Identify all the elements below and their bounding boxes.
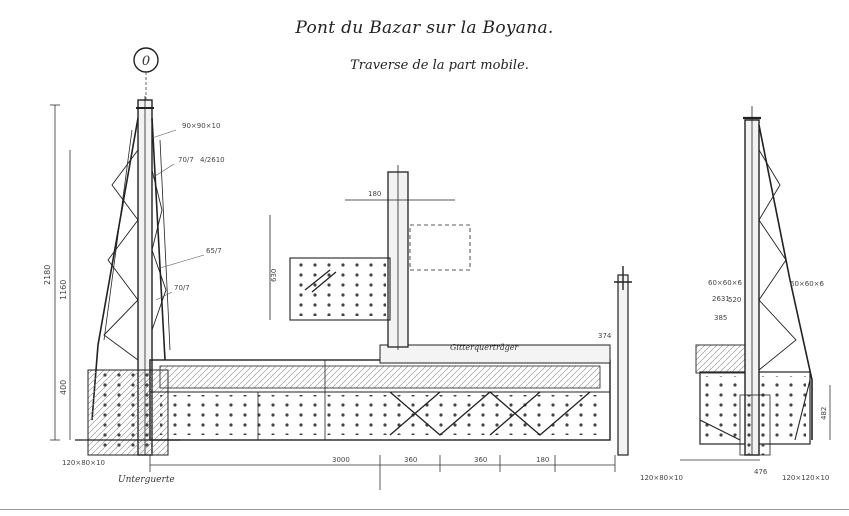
dim-mid-left-a: 65/7 [206, 247, 222, 255]
dim-right-vertical: 482 [820, 407, 828, 420]
dim-center-pole: 374 [598, 332, 612, 340]
dim-bottom-left: 120×80×10 [62, 459, 105, 467]
drawing-title: Pont du Bazar sur la Boyana. [295, 18, 554, 38]
dim-right-bottom: 476 [754, 468, 768, 476]
dim-detail-side: 630 [270, 269, 278, 282]
dim-right-top-c: 520 [728, 296, 741, 304]
center-girder-label: Gitterquerträger [450, 343, 519, 352]
dim-right-top-b: 2631 [712, 295, 730, 303]
dim-bottom-2: 360 [404, 456, 417, 464]
dim-left-vertical-c: 400 [59, 380, 68, 395]
dim-top-left-b: 70/7 [178, 156, 194, 164]
dim-left-vertical-a: 2180 [43, 265, 52, 285]
main-girder [149, 344, 611, 441]
center-pole [614, 266, 632, 456]
axis-marker-label: 0 [142, 54, 150, 69]
left-dimension-line [50, 104, 71, 441]
dim-bottom-3: 360 [474, 456, 487, 464]
left-tower [75, 96, 180, 456]
dim-top-left-a: 90×90×10 [182, 122, 220, 130]
dim-top-left-c: 4/2610 [200, 156, 225, 164]
dim-bottom-4: 180 [536, 456, 549, 464]
right-tower [739, 106, 813, 456]
dim-right-top-d: 385 [714, 314, 727, 322]
drawing-subtitle: Traverse de la part mobile. [350, 58, 529, 73]
dim-right-top-a: 60×60×6 [708, 279, 743, 287]
center-detail [269, 165, 471, 350]
bottom-dimension-chain [149, 455, 760, 490]
dim-mid-left-b: 70/7 [174, 284, 190, 292]
dim-bottom-right-b: 120×120×10 [782, 474, 829, 482]
dim-detail-top: 180 [368, 190, 381, 198]
bottom-frame-line [0, 509, 849, 510]
axis-marker: 0 [133, 47, 159, 100]
dim-bottom-right-a: 120×80×10 [640, 474, 683, 482]
dim-left-vertical-b: 1160 [59, 280, 68, 300]
left-foot-label: Unterguerte [118, 475, 175, 485]
dim-right-mid: 60×60×6 [790, 280, 825, 288]
dim-bottom-1: 3000 [332, 456, 350, 464]
